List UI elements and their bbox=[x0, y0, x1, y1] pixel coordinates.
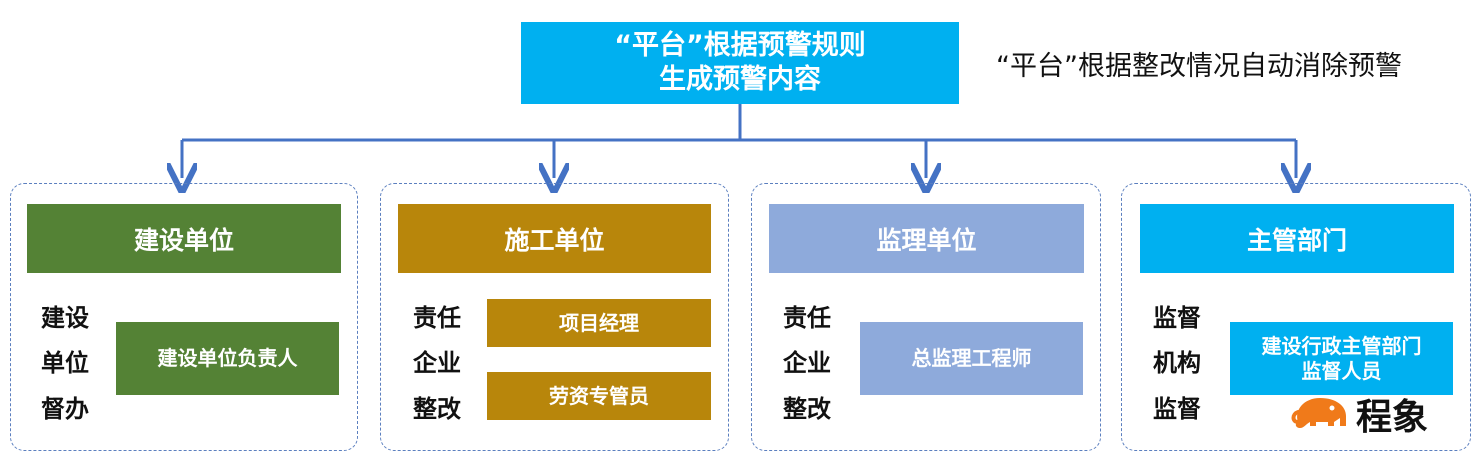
group2-role1-text: 项目经理 bbox=[559, 310, 639, 335]
group2-header: 施工单位 bbox=[398, 204, 711, 273]
group-authority-dept bbox=[1121, 183, 1471, 451]
brand-logo: 程象 bbox=[1290, 388, 1428, 440]
top-process-box: “平台”根据预警规则 生成预警内容 bbox=[521, 22, 959, 104]
group-contractor-unit bbox=[380, 183, 729, 451]
group1-header: 建设单位 bbox=[27, 204, 341, 273]
group1-role1-text: 建设单位负责人 bbox=[157, 346, 298, 370]
group1-role1: 建设单位负责人 bbox=[116, 322, 339, 395]
group2-label2: 企业 bbox=[413, 349, 461, 377]
group2-role2-text: 劳资专管员 bbox=[549, 383, 649, 408]
logo-text: 程象 bbox=[1356, 397, 1429, 438]
side-note: “平台”根据整改情况自动消除预警 bbox=[996, 51, 1402, 82]
group4-role1: 建设行政主管部门 监督人员 bbox=[1230, 322, 1453, 395]
group1-label1: 建设 bbox=[41, 304, 89, 332]
group2-role1: 项目经理 bbox=[487, 299, 711, 347]
group3-role1-text: 总监理工程师 bbox=[911, 346, 1032, 370]
group4-label2: 机构 bbox=[1153, 349, 1201, 377]
group4-role1-text: 建设行政主管部门 bbox=[1261, 333, 1422, 358]
top-box-line2: 生成预警内容 bbox=[659, 64, 821, 95]
group-supervision-unit bbox=[751, 183, 1101, 451]
group2-label3: 整改 bbox=[413, 395, 461, 423]
group2-label1: 责任 bbox=[413, 304, 461, 332]
group1-label3: 督办 bbox=[41, 395, 89, 423]
group4-header: 主管部门 bbox=[1140, 204, 1454, 273]
group4-label3: 监督 bbox=[1153, 395, 1201, 423]
group3-label3: 整改 bbox=[783, 395, 831, 423]
group1-label2: 单位 bbox=[41, 349, 89, 377]
elephant-icon bbox=[1290, 392, 1352, 436]
group3-header: 监理单位 bbox=[769, 204, 1084, 273]
group4-role2-text: 监督人员 bbox=[1301, 358, 1382, 383]
group3-label1: 责任 bbox=[783, 304, 831, 332]
group3-label2: 企业 bbox=[783, 349, 831, 377]
top-box-line1: “平台”根据预警规则 bbox=[614, 30, 866, 61]
group2-role2: 劳资专管员 bbox=[487, 372, 711, 420]
group4-label1: 监督 bbox=[1153, 304, 1201, 332]
group-construction-unit bbox=[10, 183, 358, 451]
group3-role1: 总监理工程师 bbox=[860, 322, 1083, 395]
